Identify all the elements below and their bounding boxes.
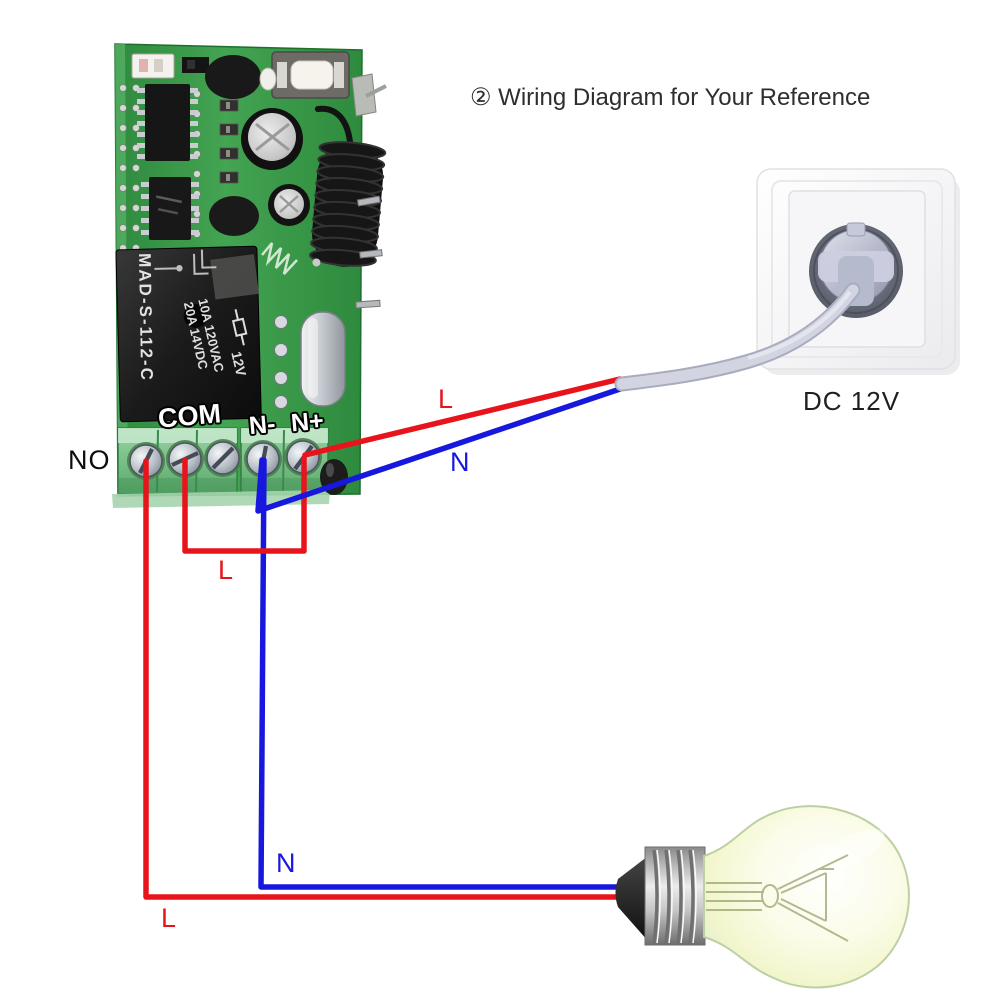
terminal-label-n-minus: N- (247, 409, 277, 441)
bulb-contact-tip (615, 856, 648, 941)
disc-capacitor-2 (209, 196, 259, 236)
wire-label-neutral-power: N (450, 447, 470, 477)
wire-live-to-bulb (143, 458, 625, 900)
socket-voltage-label: DC 12V (803, 386, 901, 416)
wiring (143, 376, 625, 900)
wire-neutral-to-power (255, 386, 623, 514)
relay-voltage-symbol (231, 309, 248, 346)
terminal-screw-unused (206, 441, 240, 475)
metal-bracket (351, 73, 387, 309)
smd-chip (182, 57, 209, 73)
silkscreen-marking (261, 242, 298, 275)
diagram-title: ② Wiring Diagram for Your Reference (470, 84, 871, 111)
bulb-screw-base (644, 846, 706, 946)
light-bulb (615, 805, 910, 989)
terminal-label-com: COM (156, 398, 223, 434)
crystal-oscillator (300, 311, 346, 407)
relay-model-text: MAD-S-112-C (135, 252, 157, 383)
antenna-coil (309, 105, 387, 267)
wall-socket (614, 168, 960, 392)
wire-label-neutral-bulb: N (276, 848, 296, 878)
led-component (131, 53, 175, 79)
electrolytic-capacitor-small (268, 184, 310, 226)
wire-label-live-jumper: L (218, 555, 234, 585)
wire-live-to-power (302, 376, 623, 458)
socket-plug (818, 222, 894, 306)
resistors (219, 99, 239, 184)
power-cable (614, 282, 861, 392)
wire-live-jumper-com-nplus (182, 455, 307, 554)
terminal-label-n-plus: N+ (289, 406, 325, 438)
bulb-filament (706, 854, 849, 942)
push-button (259, 51, 350, 99)
wire-label-live-bulb: L (161, 903, 177, 933)
ic-chip-1 (137, 84, 198, 161)
terminal-label-no: NO (68, 445, 111, 475)
ic-chip-2 (141, 177, 199, 240)
relay-schematic (154, 249, 217, 275)
wire-neutral-to-bulb (258, 457, 625, 890)
electrolytic-capacitor-large (241, 108, 303, 170)
solder-joints (274, 315, 288, 409)
disc-capacitor (205, 55, 261, 99)
wire-label-live-power: L (438, 384, 454, 414)
relay (115, 245, 262, 423)
